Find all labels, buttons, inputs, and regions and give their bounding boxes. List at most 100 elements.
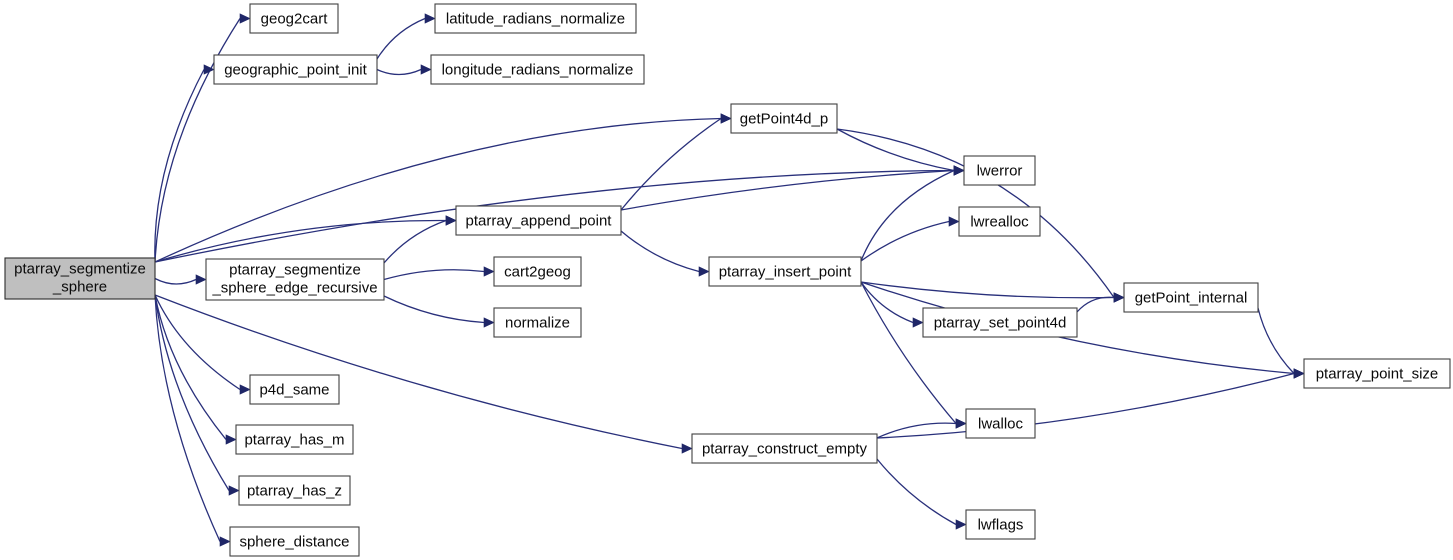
graph-node-latitude-radians-normalize[interactable]: latitude_radians_normalize <box>434 3 637 34</box>
edge-arrowhead <box>953 165 965 176</box>
call-edge <box>876 422 957 439</box>
graph-node-ptarray-segmentize-sphere[interactable]: ptarray_segmentize_sphere <box>4 257 156 300</box>
node-label: longitude_radians_normalize <box>442 61 634 78</box>
node-label: ptarray_has_m <box>244 431 344 448</box>
node-label: normalize <box>505 314 570 331</box>
graph-node-geog2cart[interactable]: geog2cart <box>249 3 339 34</box>
edge-arrowhead <box>225 434 237 445</box>
node-box[interactable] <box>708 256 862 287</box>
node-label: ptarray_point_size <box>1316 365 1439 382</box>
node-box[interactable] <box>1123 282 1259 313</box>
graph-node-sphere-distance[interactable]: sphere_distance <box>229 526 360 557</box>
graph-node-p4d-same[interactable]: p4d_same <box>249 374 340 405</box>
node-box[interactable] <box>965 509 1036 540</box>
graph-node-lwflags[interactable]: lwflags <box>965 509 1036 540</box>
node-box[interactable] <box>965 408 1036 439</box>
node-label: lwflags <box>978 516 1024 533</box>
call-edge <box>154 294 230 491</box>
graph-node-getPoint4d-p[interactable]: getPoint4d_p <box>730 103 838 134</box>
graph-node-getPoint-internal[interactable]: getPoint_internal <box>1123 282 1259 313</box>
call-edge <box>383 219 447 264</box>
node-box[interactable] <box>238 475 351 506</box>
node-box[interactable] <box>249 3 339 34</box>
graph-node-ptarray-construct-empty[interactable]: ptarray_construct_empty <box>691 433 878 464</box>
graph-node-longitude-radians-normalize[interactable]: longitude_radians_normalize <box>430 54 645 85</box>
call-edge <box>376 68 422 76</box>
graph-node-ptarray-segmentize-sphere-edge-recursive[interactable]: ptarray_segmentize_sphere_edge_recursive <box>205 258 385 301</box>
node-label: p4d_same <box>259 381 329 398</box>
call-edge <box>154 294 683 450</box>
node-box[interactable] <box>430 54 645 85</box>
graph-node-geographic-point-init[interactable]: geographic_point_init <box>213 54 378 85</box>
edge-arrowhead <box>483 317 495 328</box>
node-label: ptarray_set_point4d <box>934 314 1067 331</box>
node-label: geog2cart <box>261 10 329 27</box>
edge-arrowhead <box>420 64 432 75</box>
node-box[interactable] <box>455 205 622 236</box>
call-edge <box>860 281 957 424</box>
call-edge <box>620 230 700 273</box>
call-edge <box>154 219 447 263</box>
node-box[interactable] <box>958 206 1041 237</box>
node-label: getPoint4d_p <box>740 110 828 127</box>
graph-node-ptarray-has-m[interactable]: ptarray_has_m <box>235 424 354 455</box>
edge-arrowhead <box>219 536 231 547</box>
graph-node-lwrealloc[interactable]: lwrealloc <box>958 206 1041 237</box>
node-box[interactable] <box>493 307 582 338</box>
edge-arrowhead <box>239 13 251 24</box>
node-label: sphere_distance <box>239 533 349 550</box>
call-edge <box>860 281 1115 299</box>
node-box[interactable] <box>249 374 340 405</box>
node-box[interactable] <box>922 307 1078 338</box>
graph-node-cart2geog[interactable]: cart2geog <box>493 256 582 287</box>
call-edge <box>383 295 485 324</box>
node-box[interactable] <box>205 258 385 301</box>
node-box[interactable] <box>730 103 838 134</box>
edge-arrowhead <box>228 485 240 496</box>
node-box[interactable] <box>235 424 354 455</box>
edge-arrowhead <box>239 384 251 395</box>
call-edge <box>154 69 205 263</box>
graph-node-ptarray-point-size[interactable]: ptarray_point_size <box>1303 358 1451 389</box>
node-label: ptarray_construct_empty <box>702 440 868 457</box>
node-label: latitude_radians_normalize <box>446 10 625 27</box>
node-label-line: _sphere <box>52 278 107 295</box>
edge-arrowhead <box>948 216 960 227</box>
node-label: ptarray_append_point <box>466 212 613 229</box>
node-box[interactable] <box>4 257 156 300</box>
graph-node-ptarray-insert-point[interactable]: ptarray_insert_point <box>708 256 862 287</box>
graph-node-ptarray-set-point4d[interactable]: ptarray_set_point4d <box>922 307 1078 338</box>
node-label-line: ptarray_segmentize <box>229 261 361 278</box>
edge-arrowhead <box>955 418 967 429</box>
call-edge <box>620 117 722 211</box>
graph-node-ptarray-has-z[interactable]: ptarray_has_z <box>238 475 351 506</box>
call-edge <box>860 281 1295 375</box>
edge-arrowhead <box>483 266 495 277</box>
graph-node-ptarray-append-point[interactable]: ptarray_append_point <box>455 205 622 236</box>
node-box[interactable] <box>213 54 378 85</box>
call-edge <box>154 294 241 391</box>
call-edge <box>154 277 197 285</box>
edge-arrowhead <box>424 13 436 24</box>
node-box[interactable] <box>434 3 637 34</box>
call-edge <box>376 17 426 60</box>
node-box[interactable] <box>1303 358 1451 389</box>
call-edge <box>154 18 241 263</box>
node-label: cart2geog <box>504 263 571 280</box>
graph-node-lwalloc[interactable]: lwalloc <box>965 408 1036 439</box>
node-box[interactable] <box>691 433 878 464</box>
edge-arrowhead <box>912 317 924 328</box>
node-box[interactable] <box>493 256 582 287</box>
call-edge <box>860 281 914 324</box>
call-edge <box>876 372 1295 439</box>
call-edge <box>836 128 955 172</box>
node-box[interactable] <box>229 526 360 557</box>
graph-node-normalize[interactable]: normalize <box>493 307 582 338</box>
edge-arrowhead <box>445 215 457 226</box>
node-label-line: _sphere_edge_recursive <box>211 279 377 296</box>
graph-node-lwerror[interactable]: lwerror <box>963 155 1036 186</box>
call-edge <box>383 269 485 281</box>
node-box[interactable] <box>963 155 1036 186</box>
